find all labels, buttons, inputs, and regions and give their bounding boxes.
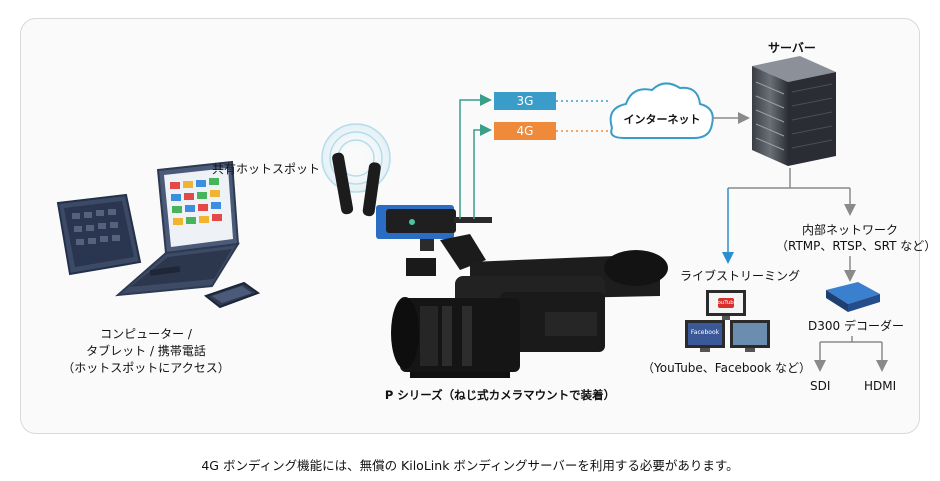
live-services-label: （YouTube、Facebook など）	[642, 361, 811, 375]
hotspot-label: 共有ホットスポット	[212, 162, 321, 176]
tablet-icon	[56, 193, 142, 276]
camera-icon	[391, 234, 668, 378]
live-streaming-label: ライブストリーミング	[680, 269, 801, 283]
streaming-screens	[685, 290, 770, 352]
device-label-line3: （ホットスポットにアクセス）	[62, 361, 230, 375]
screen-youtube-logo-text: YouTube	[714, 300, 738, 306]
camera-label: P シリーズ（ねじ式カメラマウントで装着）	[384, 388, 616, 402]
internal-network-label-line1: 内部ネットワーク	[801, 223, 898, 237]
output-hdmi-label: HDMI	[864, 379, 897, 393]
laptop-icon	[115, 160, 240, 297]
network-4g-label: 4G	[516, 124, 534, 138]
antenna-icon	[332, 152, 381, 217]
footnote-caption: 4G ボンディング機能には、無償の KiloLink ボンディングサーバーを利用…	[201, 458, 739, 473]
internet-cloud-icon	[609, 82, 714, 139]
server-distribution-lines	[722, 168, 856, 282]
internet-label: インターネット	[623, 113, 701, 126]
server-icon	[752, 56, 836, 166]
uplink-connectors	[459, 94, 492, 219]
device-label-line1: コンピューター /	[100, 327, 192, 341]
network-3g-label: 3G	[516, 94, 534, 108]
server-label: サーバー	[768, 41, 816, 55]
output-sdi-label: SDI	[810, 379, 831, 393]
screen-facebook-text: Facebook	[690, 329, 720, 336]
decoder-output-lines	[814, 336, 888, 372]
encoder-device	[376, 205, 492, 251]
network-3g-box	[494, 92, 556, 110]
internal-network-label-line2: （RTMP、RTSP、SRT など）	[776, 239, 937, 253]
device-label-line2: タブレット / 携帯電話	[86, 344, 206, 358]
decoder-label: D300 デコーダー	[808, 319, 904, 333]
decoder-icon	[826, 282, 880, 312]
network-4g-box	[494, 122, 556, 140]
phone-icon	[203, 281, 261, 309]
